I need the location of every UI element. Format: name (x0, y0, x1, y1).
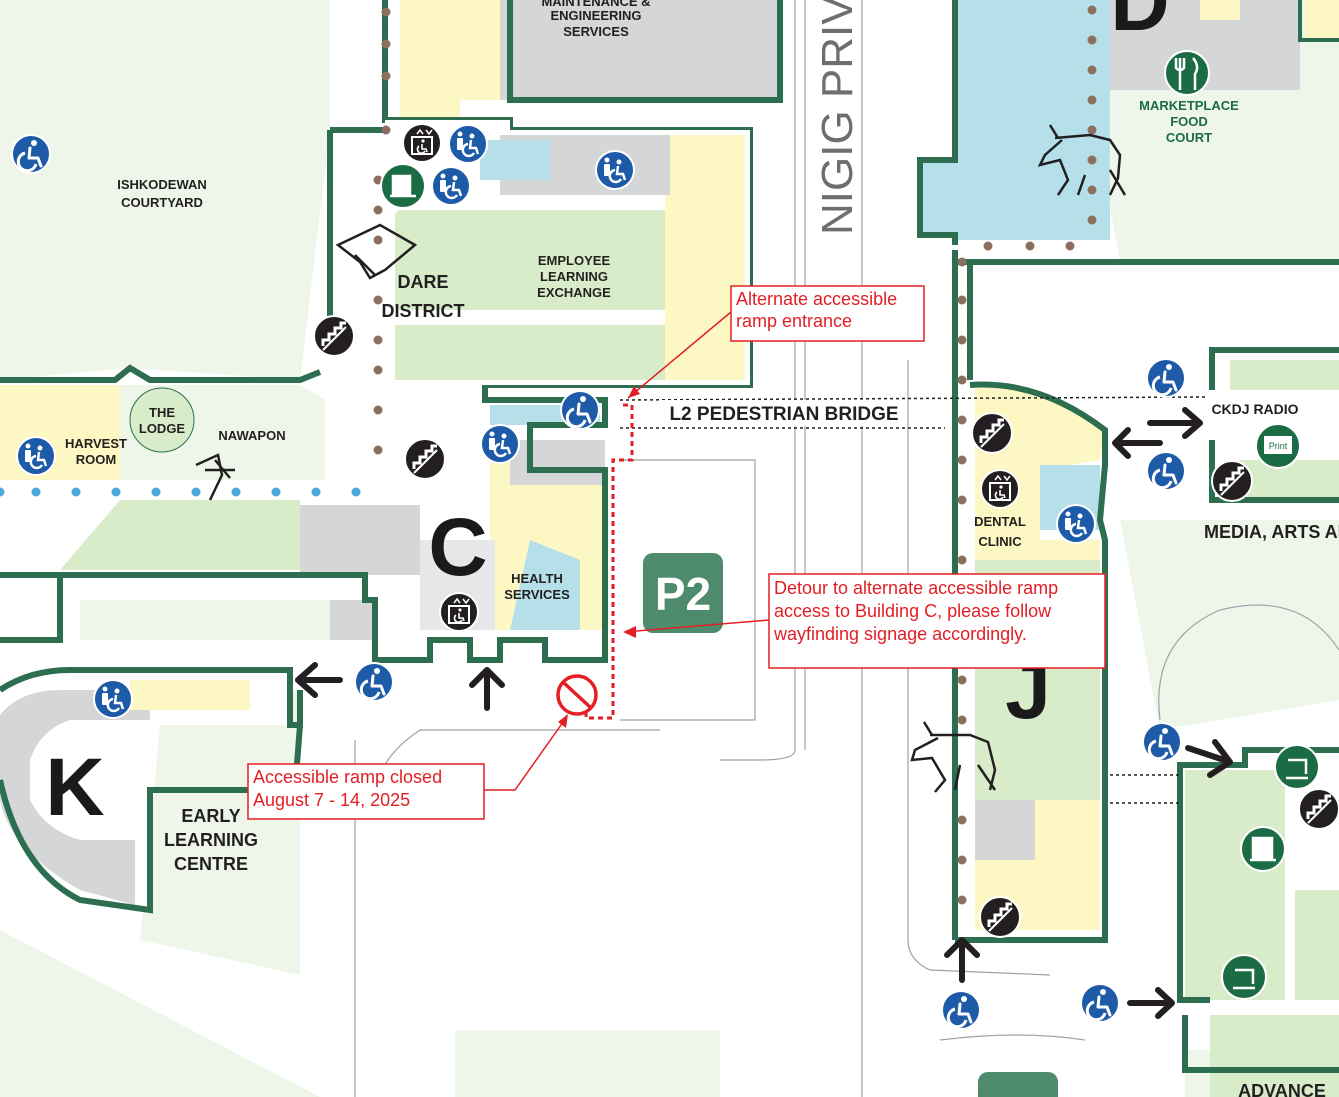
landmark-icon-nawapon (195, 453, 235, 501)
marketplace-label-3: COURT (1166, 130, 1212, 145)
advanced-label: ADVANCE (1238, 1081, 1326, 1097)
svg-text:Detour to alternate accessible: Detour to alternate accessible rampacces… (773, 578, 1058, 644)
employee-label-2: LEARNING (540, 269, 608, 284)
ckdj-label: CKDJ RADIO (1211, 401, 1298, 417)
health-label-2: SERVICES (504, 587, 570, 602)
arrow-icon (295, 407, 1233, 1019)
health-label-1: HEALTH (511, 571, 563, 586)
building-c: ISHKODEWAN COURTYARD DARE DISTRICT EMPLOYE… (0, 120, 750, 663)
early-label-1: EARLY (181, 806, 240, 826)
employee-label-3: EXCHANGE (537, 285, 611, 300)
service-desk-icon (1240, 826, 1286, 872)
accessible-icon (559, 389, 601, 431)
stairs-icon (978, 895, 1022, 939)
courtyard-label-2: COURTYARD (121, 195, 203, 210)
marketplace-label-1: MARKETPLACE (1139, 98, 1239, 113)
street-label-nigig: NIGIG PRIV (813, 0, 862, 235)
building-c-letter: C (428, 502, 487, 593)
media-label: MEDIA, ARTS AN (1204, 522, 1339, 542)
maintenance-label-2: ENGINEERING (550, 8, 641, 23)
pathway-dots-blue (0, 487, 361, 497)
stairs-icon (312, 314, 356, 358)
computer-lab-icon (1221, 954, 1267, 1000)
building-k: K EARLY LEARNING CENTRE (0, 667, 303, 914)
lodge-label-1: THE (149, 405, 175, 420)
accessible-icon (1141, 721, 1183, 763)
roads (354, 0, 1339, 1097)
dare-label-1: DARE (397, 272, 448, 292)
accessible-washroom-icon (479, 423, 521, 465)
nawapon-label: NAWAPON (218, 428, 285, 443)
maintenance-label-1: MAINTENANCE & (541, 0, 650, 9)
parking-sign-bottom (978, 1072, 1058, 1097)
accessible-icon (10, 133, 52, 175)
harvest-label-1: HARVEST (65, 436, 127, 451)
marketplace-label-2: FOOD (1170, 114, 1208, 129)
accessible-washroom-icon (594, 149, 636, 191)
elevator-icon (980, 469, 1020, 509)
landmark-icon-dare (335, 223, 418, 280)
accessible-icon (353, 661, 395, 703)
pathway-dots (373, 5, 1097, 905)
service-desk-icon (380, 163, 426, 209)
moose-icon (1037, 124, 1127, 196)
accessible-icon (1145, 357, 1187, 399)
stairs-icon (1297, 787, 1339, 831)
building-d-letter: D (1110, 0, 1169, 48)
computer-lab-icon (1274, 744, 1320, 790)
accessible-washroom-icon (430, 165, 472, 207)
dental-label-2: CLINIC (978, 534, 1022, 549)
maintenance-label-3: SERVICES (563, 24, 629, 39)
dental-label-1: DENTAL (974, 514, 1026, 529)
svg-text:P2: P2 (655, 568, 711, 620)
accessible-washroom-icon (1055, 503, 1097, 545)
accessible-washroom-icon (92, 678, 134, 720)
early-label-2: LEARNING (164, 830, 258, 850)
elevator-icon (439, 592, 479, 632)
stairs-icon (1210, 459, 1254, 503)
lodge-label-2: LODGE (139, 421, 186, 436)
accessible-washroom-icon (447, 123, 489, 165)
moose-icon-2 (910, 721, 997, 793)
accessible-icon (1079, 982, 1121, 1024)
accessible-icon (1145, 450, 1187, 492)
food-icon (1164, 50, 1210, 96)
employee-label-1: EMPLOYEE (538, 253, 611, 268)
detour-route (584, 403, 634, 720)
bridge-label: L2 PEDESTRIAN BRIDGE (669, 404, 898, 425)
stairs-icon (970, 411, 1014, 455)
elevator-icon (402, 123, 442, 163)
parking-p2-sign: P2 (643, 553, 723, 633)
courtyard-label-1: ISHKODEWAN (117, 177, 207, 192)
dare-label-2: DISTRICT (382, 301, 465, 321)
no-entry-icon (556, 674, 598, 716)
stairs-icon (403, 437, 447, 481)
pedestrian-bridge: L2 PEDESTRIAN BRIDGE (619, 396, 1206, 804)
building-k-letter: K (45, 742, 104, 833)
svg-text:Print: Print (1269, 441, 1288, 451)
accessible-washroom-icon (15, 435, 57, 477)
harvest-label-2: ROOM (76, 452, 116, 467)
print-icon: Print (1255, 423, 1301, 469)
accessible-icon (940, 989, 982, 1031)
early-label-3: CENTRE (174, 854, 248, 874)
